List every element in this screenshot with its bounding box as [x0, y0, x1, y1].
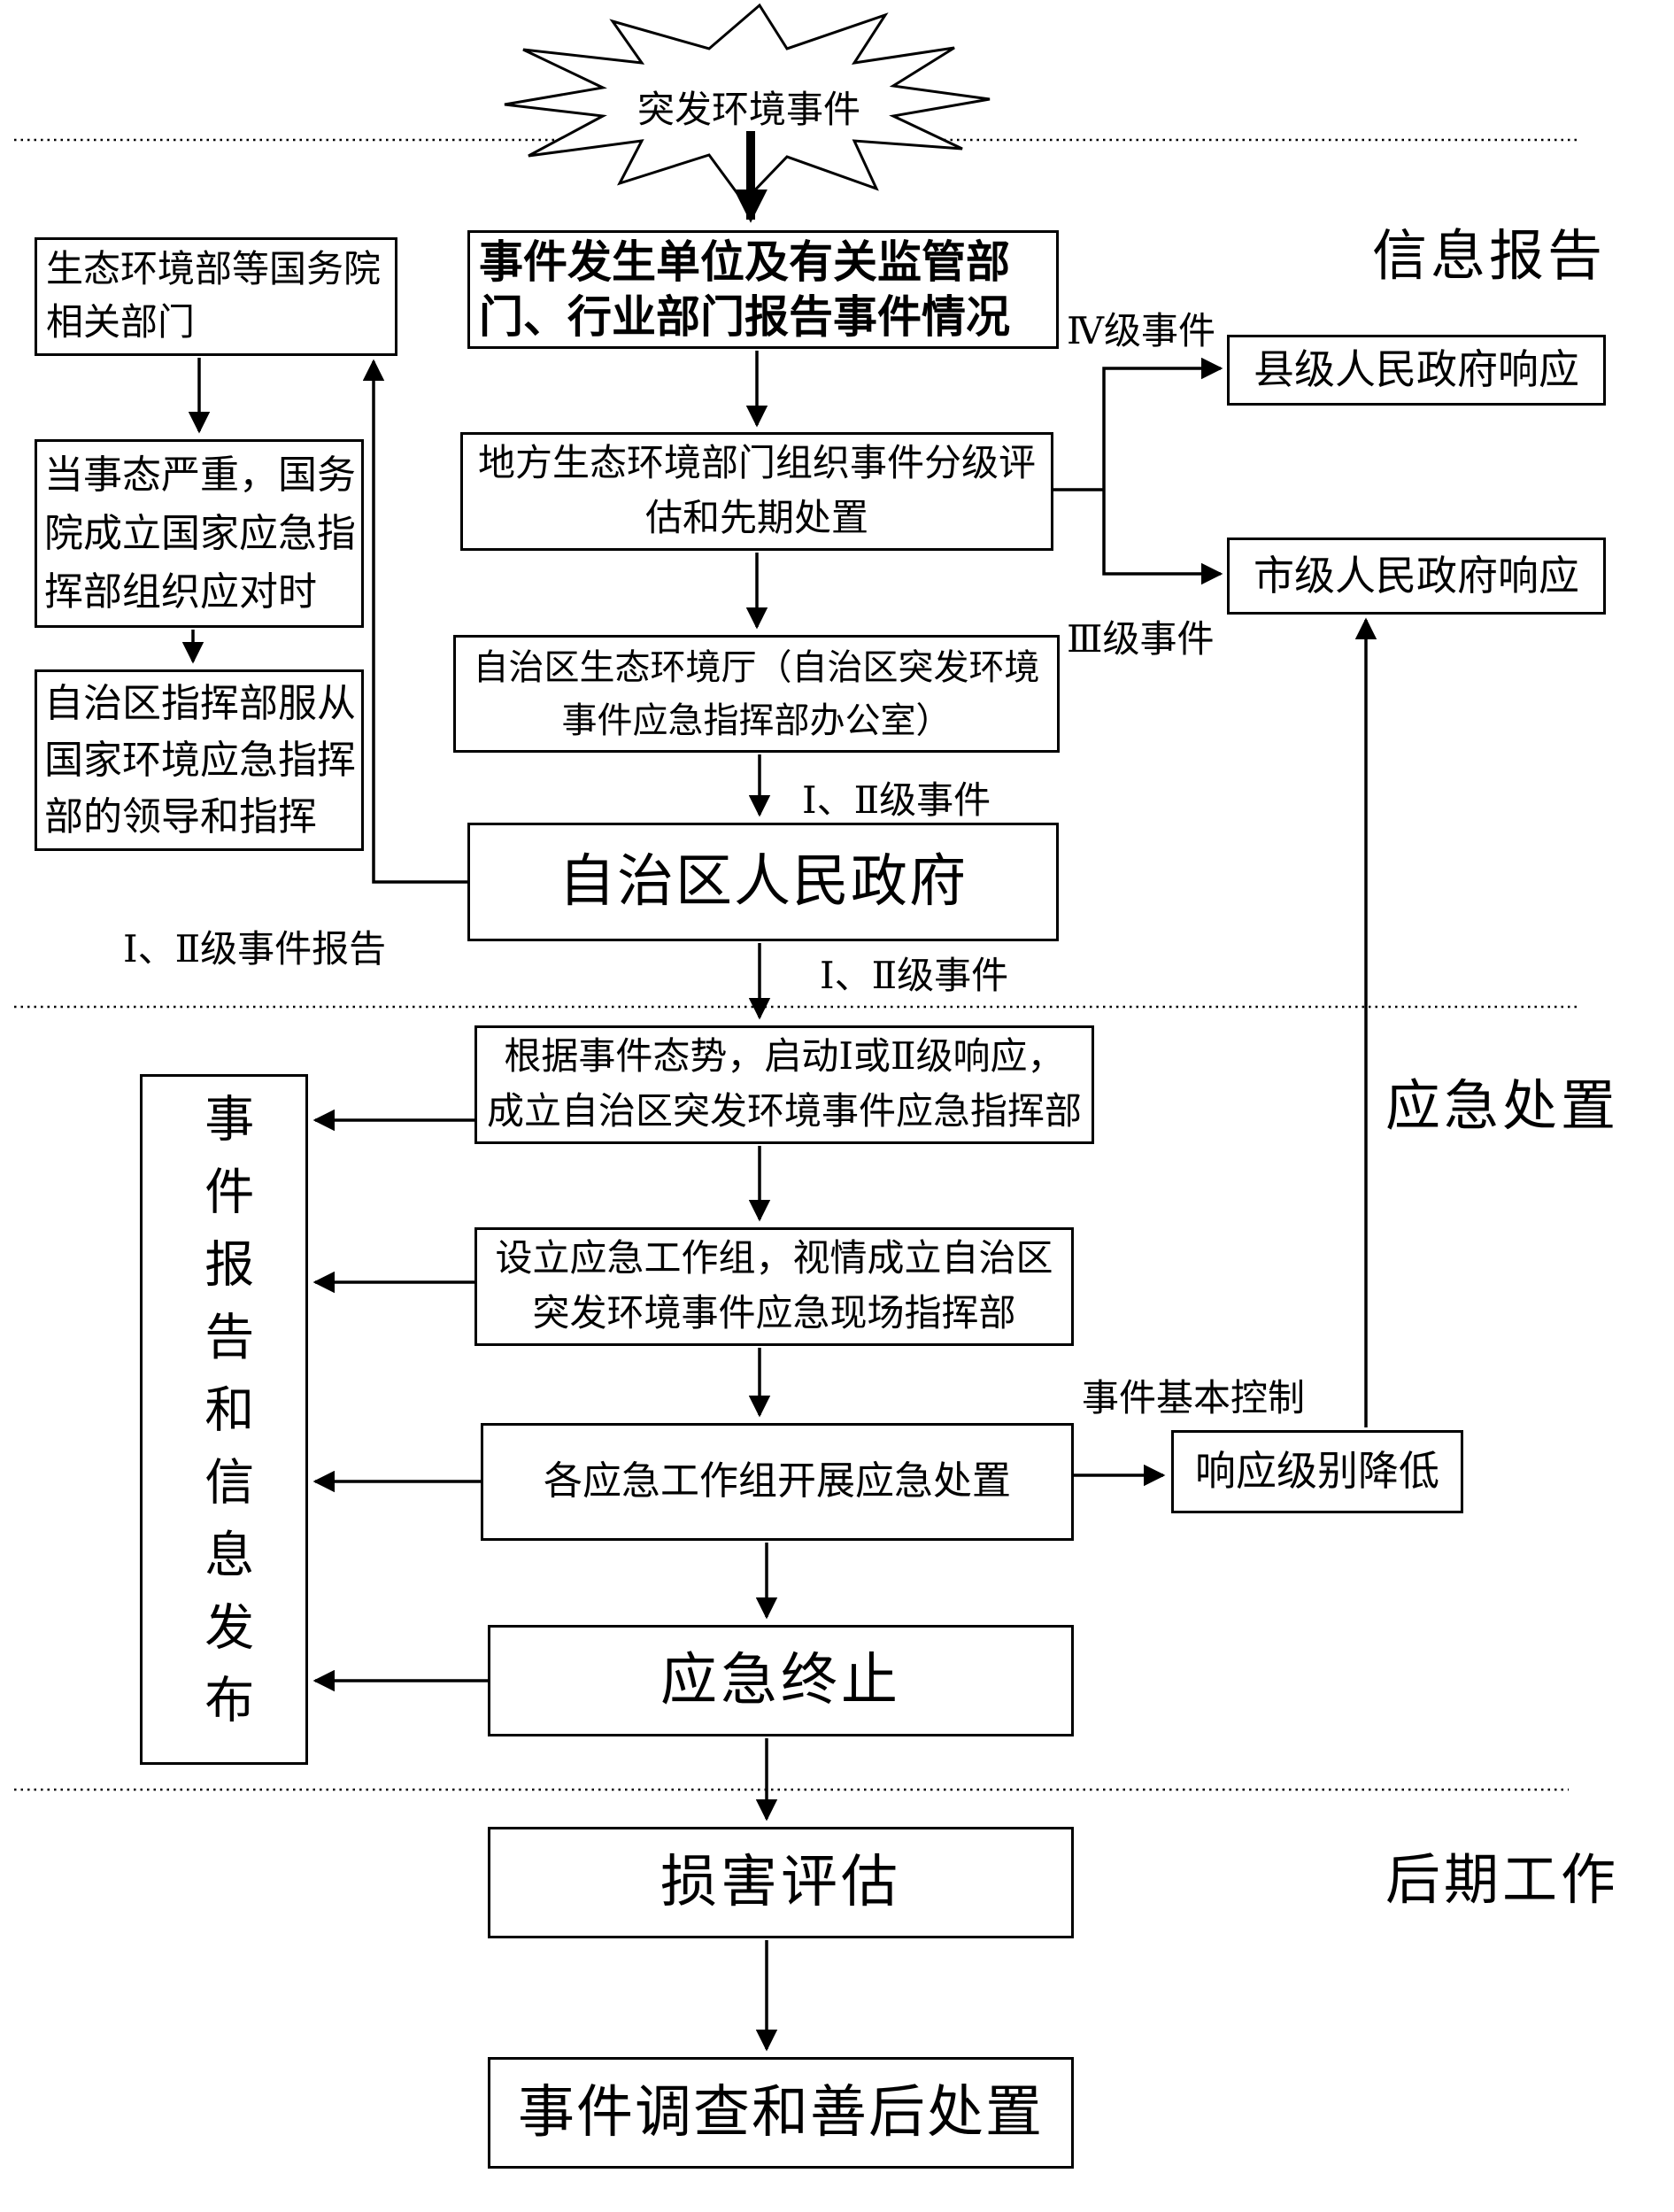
box-city-gov-response: 市级人民政府响应: [1227, 538, 1606, 615]
label-level12-report: Ⅰ、Ⅱ级事件报告: [123, 930, 387, 971]
box-terminate-response: 应急终止: [488, 1625, 1074, 1736]
burst-shape: [504, 3, 991, 205]
box-county-gov-response: 县级人民政府响应: [1227, 335, 1606, 406]
box-launch-response: 根据事件态势，启动Ⅰ或Ⅱ级响应， 成立自治区突发环境事件应急指挥部: [474, 1025, 1094, 1144]
box-state-command: 当事态严重，国务 院成立国家应急指 挥部组织应对时: [35, 439, 364, 628]
arrow-branch-to-city: [1102, 490, 1223, 585]
box-group-action: 各应急工作组开展应急处置: [481, 1423, 1074, 1541]
box-lower-response-level: 响应级别降低: [1171, 1430, 1463, 1513]
arrow-gov-to-ministry: [362, 359, 467, 884]
box-investigation: 事件调查和善后处置: [488, 2057, 1074, 2169]
section-label-info-report: 信息报告: [1372, 227, 1607, 287]
label-level4-event: Ⅳ级事件: [1067, 312, 1215, 352]
label-basic-control: 事件基本控制: [1082, 1379, 1306, 1419]
box-work-group: 设立应急工作组，视情成立自治区 突发环境事件应急现场指挥部: [474, 1227, 1074, 1346]
box-region-government: 自治区人民政府: [467, 823, 1059, 941]
box-report-and-publish: 事件报告和信息发布: [140, 1074, 308, 1765]
section-label-post-work: 后期工作: [1385, 1851, 1620, 1911]
box-report-unit: 事件发生单位及有关监管部 门、行业部门报告事件情况: [467, 230, 1059, 349]
box-region-obey: 自治区指挥部服从 国家环境应急指挥 部的领导和指挥: [35, 669, 364, 851]
box-damage-assessment: 损害评估: [488, 1827, 1074, 1938]
start-event-label: 突发环境事件: [636, 90, 860, 131]
box-region-environment-dept: 自治区生态环境厅（自治区突发环境 事件应急指挥部办公室）: [453, 635, 1060, 753]
box-local-assess: 地方生态环境部门组织事件分级评 估和先期处置: [460, 432, 1053, 551]
section-label-emergency-response: 应急处置: [1385, 1077, 1620, 1137]
box-ministry: 生态环境部等国务院 相关部门: [35, 237, 397, 356]
label-level12-event-down: Ⅰ、Ⅱ级事件: [820, 956, 1009, 997]
label-level3-event: Ⅲ级事件: [1067, 620, 1215, 661]
arrow-branch-to-county: [1102, 357, 1223, 490]
report-and-publish-text: 事件报告和信息发布: [197, 1093, 252, 1746]
label-level12-event: Ⅰ、Ⅱ级事件: [802, 781, 991, 822]
